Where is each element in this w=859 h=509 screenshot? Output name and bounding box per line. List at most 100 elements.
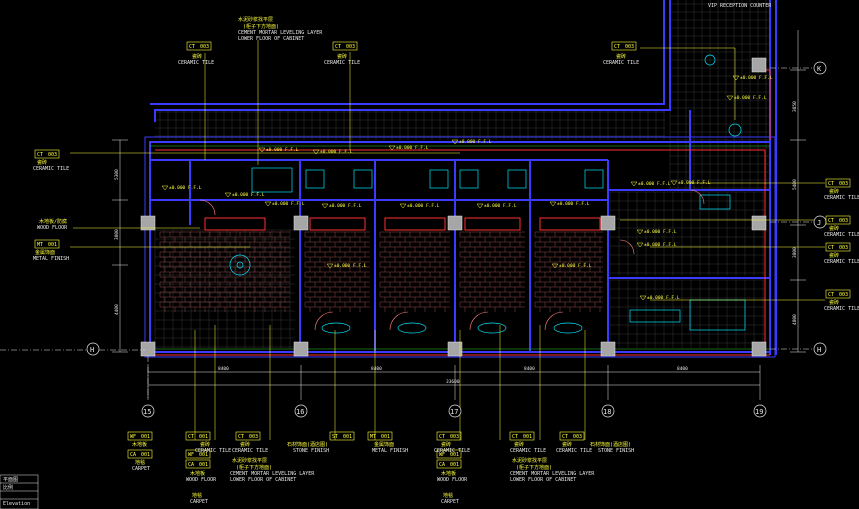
fire-rated-lines <box>150 69 771 356</box>
grid-label-17: 17 <box>450 408 458 416</box>
brick-hatch <box>159 231 603 312</box>
grid-label-16: 16 <box>296 408 304 416</box>
ct-b1-en: CERAMIC TILE <box>195 448 231 454</box>
exterior-walls <box>144 0 777 358</box>
level-mark-icon <box>551 263 559 269</box>
wf-left-code: WF <box>130 434 136 440</box>
wf-b2-num: 001 <box>450 452 459 458</box>
cement-b2-cn1: 水泥砂浆找平层 <box>512 457 547 464</box>
callout-mt-left-en: METAL FINISH <box>33 256 69 262</box>
level-marks: ±0.000 F.F.L ±0.000 F.F.L ±0.000 F.F.L ±0.0… <box>161 75 773 301</box>
level-mark-text: ±0.000 F.F.L <box>647 295 680 301</box>
cement-b1-cn1: 水泥砂浆找平层 <box>232 457 267 464</box>
callout-ct003-a-en: CERAMIC TILE <box>178 60 214 66</box>
level-mark-icon <box>670 180 678 186</box>
level-mark-text: ±0.000 F.F.L <box>407 203 440 209</box>
callout-ct003-b-code: CT <box>335 44 341 50</box>
wf-b-en: WOOD FLOOR <box>186 477 217 483</box>
grid-bubble-h <box>813 342 827 356</box>
level-mark-text: ±0.000 F.F.L <box>272 201 305 207</box>
ct-b4-en: CERAMIC TILE <box>510 448 546 454</box>
ca-b-cn: 地毯 <box>192 492 202 499</box>
ct-b2-en: CERAMIC TILE <box>232 448 268 454</box>
st001-b-en: STONE FINISH <box>598 448 634 454</box>
right-ct-num: 003 <box>839 245 848 251</box>
level-mark-icon <box>549 201 557 207</box>
ca-b-en: CARPET <box>190 499 208 505</box>
mt001-num: 001 <box>381 434 390 440</box>
doors <box>199 189 705 331</box>
level-mark-icon <box>732 75 740 81</box>
right-ct-en: CERAMIC TILE <box>824 195 859 201</box>
level-mark-icon <box>726 95 734 101</box>
ca-b2-en: CARPET <box>441 499 459 505</box>
level-mark-icon <box>264 201 272 207</box>
ca-left-en: CARPET <box>132 466 150 472</box>
wood-left-en: WOOD FLOOR <box>37 225 68 231</box>
bottom-callouts: WF 001 木地板 CA 001 地毯 CARPET CT 001 瓷砖 CE… <box>130 434 634 505</box>
callout-mt-left-num: 001 <box>48 242 57 248</box>
callout-ct003-c-en: CERAMIC TILE <box>603 60 639 66</box>
structural-columns <box>140 57 767 357</box>
callout-ct003-b-en: CERAMIC TILE <box>324 60 360 66</box>
level-mark-text: ±0.000 F.F.L <box>396 145 429 151</box>
grid-labels: 15 16 17 18 19 K J H H <box>90 65 822 416</box>
ct-b5-en: CERAMIC TILE <box>556 448 592 454</box>
dim-right-2: 5400 <box>792 179 798 190</box>
right-ct-code: CT <box>828 218 834 224</box>
level-mark-text: ±0.000 F.F.L <box>644 229 677 235</box>
level-mark-icon <box>312 149 320 155</box>
callout-ct-left-code: CT <box>37 152 43 158</box>
ct-b1-code: CT <box>188 434 194 440</box>
dim-left-1: 5300 <box>114 169 120 180</box>
ct-b1-num: 001 <box>199 434 208 440</box>
ct-b5-num: 003 <box>573 434 582 440</box>
level-mark-text: ±0.000 F.F.L <box>232 192 265 198</box>
right-ct-cn: 瓷砖 <box>829 299 839 306</box>
right-ct-code: CT <box>828 292 834 298</box>
level-mark-text: ±0.000 F.F.L <box>266 147 299 153</box>
cement-top-en1: CEMENT MORTAR LEVELING LAYER <box>238 30 323 36</box>
st001-cn: 石材饰面(酒店图) <box>287 441 328 448</box>
grid-label-j: J <box>817 219 821 227</box>
st001-code: ST <box>332 434 338 440</box>
mt001-code: MT <box>370 434 376 440</box>
wood-left-cn: 木地板/防腐 <box>39 218 67 225</box>
grid-label-18: 18 <box>603 408 611 416</box>
grid-label-15: 15 <box>143 408 151 416</box>
grid-label-h: H <box>817 346 821 354</box>
ca-b2-code: CA <box>439 462 445 468</box>
level-mark-icon <box>399 203 407 209</box>
level-mark-text: ±0.000 F.F.L <box>484 203 517 209</box>
right-ct-num: 003 <box>839 292 848 298</box>
ca-b2-num: 001 <box>450 462 459 468</box>
callout-ct-left-en: CERAMIC TILE <box>33 166 69 172</box>
cement-b1-en1: CEMENT MORTAR LEVELING LAYER <box>230 471 315 477</box>
dim-right-1: 3850 <box>792 101 798 112</box>
right-ct-en: CERAMIC TILE <box>824 259 859 265</box>
wf-left-num: 001 <box>141 434 150 440</box>
ct-b2-code: CT <box>238 434 244 440</box>
dim-bottom-3: 8400 <box>524 366 535 372</box>
legend-box <box>0 474 39 509</box>
ct-b4-code: CT <box>512 434 518 440</box>
legend-line-2: 比例 <box>3 484 13 491</box>
ct-b3-en: CERAMIC TILE <box>434 448 470 454</box>
cement-top-cn1: 水泥砂浆找平层 <box>238 16 273 23</box>
dim-bottom-1: 8400 <box>218 366 229 372</box>
dimension-text: 8400 8400 8400 8400 33600 5300 3800 4400… <box>114 101 798 385</box>
ct-b4-num: 001 <box>523 434 532 440</box>
right-ct-en: CERAMIC TILE <box>824 232 859 238</box>
leader-lines <box>70 40 825 440</box>
wf-b-code: WF <box>188 452 194 458</box>
ct-b5-cn: 瓷砖 <box>562 441 572 448</box>
level-mark-icon <box>636 229 644 235</box>
st001-b-cn: 石材饰面(酒店图) <box>590 441 631 448</box>
callout-mt-left-cn: 金属饰面 <box>35 249 55 256</box>
callout-ct003-b-cn: 瓷砖 <box>337 53 347 60</box>
level-mark-text: ±0.000 F.F.L <box>638 181 671 187</box>
right-ct-code: CT <box>828 245 834 251</box>
ct-b4-cn: 瓷砖 <box>514 441 524 448</box>
level-mark-text: ±0.000 F.F.L <box>557 201 590 207</box>
ct-b3-code: CT <box>439 434 445 440</box>
